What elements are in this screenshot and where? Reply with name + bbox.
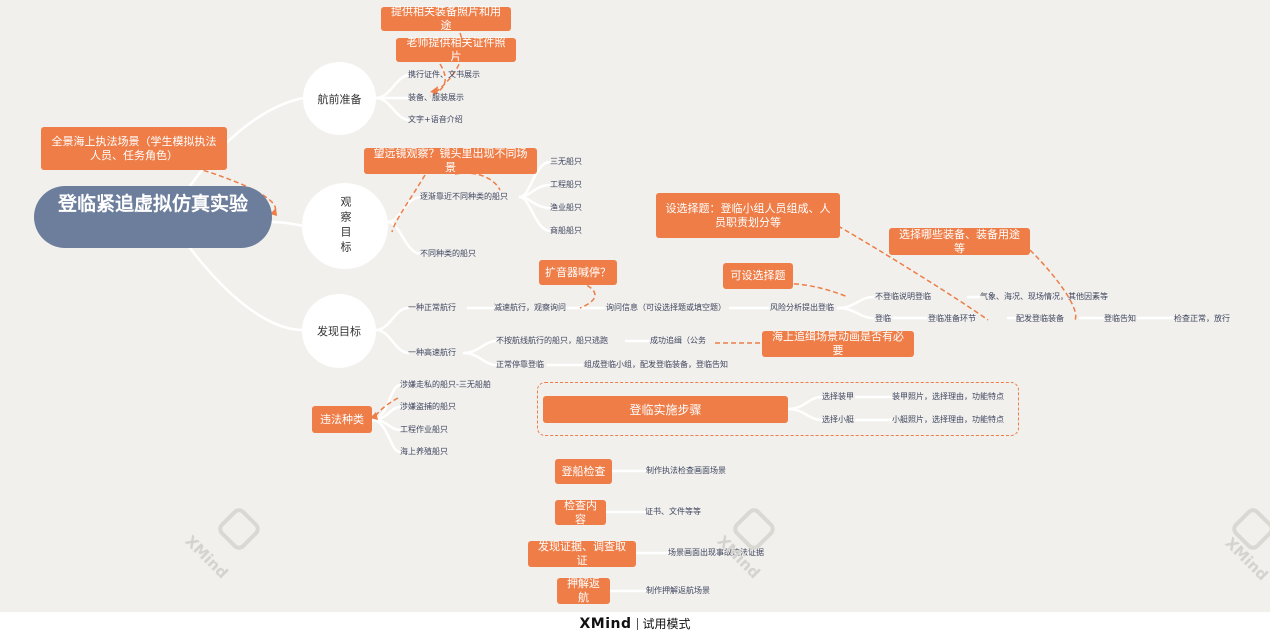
- violation-type: 工程作业船只: [400, 425, 448, 434]
- discover-fast: 一种高速航行: [408, 348, 456, 357]
- ship-type: 渔业船只: [550, 203, 582, 212]
- footer-brand: XMind: [579, 615, 632, 632]
- connector-lines: [164, 32, 1174, 593]
- upper-leaf: 不登临说明登临: [875, 292, 931, 301]
- violation-type: 涉嫌走私的船只-三无船舶: [400, 380, 491, 389]
- ship-type: 工程船只: [550, 180, 582, 189]
- steps-detail: 小艇照片，选择理由，功能特点: [892, 415, 1004, 424]
- callout-animation[interactable]: 海上追缉场景动画是否有必要: [762, 330, 914, 357]
- footer-separator: [636, 617, 638, 630]
- footer-mode: 试用模式: [642, 617, 691, 631]
- action-note: 制作执法检查画面场景: [646, 466, 726, 475]
- ship-type: 商船船只: [550, 226, 582, 235]
- upper-leaf: 登临告知: [1104, 314, 1136, 323]
- action-note: 场景画面出现事故违法证据: [668, 548, 764, 557]
- action-escort[interactable]: 押解返航: [557, 577, 610, 604]
- action-inspect[interactable]: 检查内容: [555, 499, 606, 526]
- normal-step: 询问信息（可设选择题或填空题）: [606, 303, 726, 312]
- steps-row: 选择装甲: [822, 392, 854, 401]
- root-topic[interactable]: 登临紧追虚拟仿真实验: [34, 186, 272, 248]
- callout-amplify[interactable]: 扩音器喊停？: [539, 260, 617, 285]
- observe-stationary: 不同种类的船只: [420, 249, 476, 258]
- action-evidence[interactable]: 发现证据、调查取证: [528, 540, 636, 567]
- callout-cert-pics[interactable]: 老师提供相关证件照片: [396, 36, 516, 63]
- violation-type: 涉嫌盗捕的船只: [400, 402, 456, 411]
- observe-moving: 逐渐靠近不同种类的船只: [420, 192, 508, 201]
- callout-equip-pics[interactable]: 提供相关装备照片和用途: [381, 5, 511, 32]
- branch-observe-label: 观察目标: [339, 196, 352, 256]
- callout-scene[interactable]: 全景海上执法场景（学生模拟执法人员、任务角色）: [41, 127, 227, 170]
- upper-leaf: 登临准备环节: [928, 314, 976, 323]
- callout-choice[interactable]: 可设选择题: [723, 263, 793, 289]
- branch-prep[interactable]: 航前准备: [303, 62, 376, 135]
- steps-detail: 装甲照片，选择理由，功能特点: [892, 392, 1004, 401]
- mindmap-canvas: 登临紧追虚拟仿真实验 航前准备 观察目标 发现目标 全景海上执法场景（学生模拟执…: [34, 5, 1270, 604]
- prep-leaf: 文字+语音介绍: [408, 115, 463, 124]
- action-board[interactable]: 登船检查: [555, 459, 612, 484]
- fast-step: 不按航线航行的船只，船只逃跑: [496, 336, 608, 345]
- fast-step: 正常停靠登临: [496, 360, 544, 369]
- fast-step: 成功追缉（公务: [650, 336, 706, 345]
- discover-normal: 一种正常航行: [408, 303, 456, 312]
- callout-quiz[interactable]: 设选择题：登临小组人员组成、人员职责划分等: [656, 193, 840, 238]
- upper-leaf: 气象、海况、现场情况，其他因素等: [980, 292, 1108, 301]
- callout-telescope[interactable]: 望远镜观察？镜头里出现不同场景: [364, 147, 537, 174]
- upper-leaf: 登临: [875, 314, 891, 323]
- steps-row: 选择小艇: [822, 415, 854, 424]
- action-note: 制作押解返航场景: [646, 586, 710, 595]
- steps-boundary: [537, 382, 1019, 436]
- prep-leaf: 装备、服装展示: [408, 93, 464, 102]
- callout-select-equip[interactable]: 选择哪些装备、装备用途等: [889, 228, 1030, 255]
- action-note: 证书、文件等等: [645, 507, 701, 516]
- upper-leaf: 检查正常，放行: [1174, 314, 1230, 323]
- normal-step: 风险分析提出登临: [770, 303, 834, 312]
- branch-observe[interactable]: 观察目标: [302, 183, 388, 269]
- violation-type: 海上养殖船只: [400, 447, 448, 456]
- prep-leaf: 携行证件、文书展示: [408, 70, 480, 79]
- callout-violations[interactable]: 违法种类: [312, 406, 372, 433]
- branch-discover[interactable]: 发现目标: [302, 294, 376, 368]
- normal-step: 减速航行，观察询问: [494, 303, 566, 312]
- upper-leaf: 配发登临装备: [1016, 314, 1064, 323]
- ship-type: 三无船只: [550, 157, 582, 166]
- fast-step: 组成登临小组，配发登临装备，登临告知: [584, 360, 728, 369]
- steps-title[interactable]: 登临实施步骤: [543, 396, 788, 423]
- trial-footer: XMind 试用模式: [0, 612, 1270, 635]
